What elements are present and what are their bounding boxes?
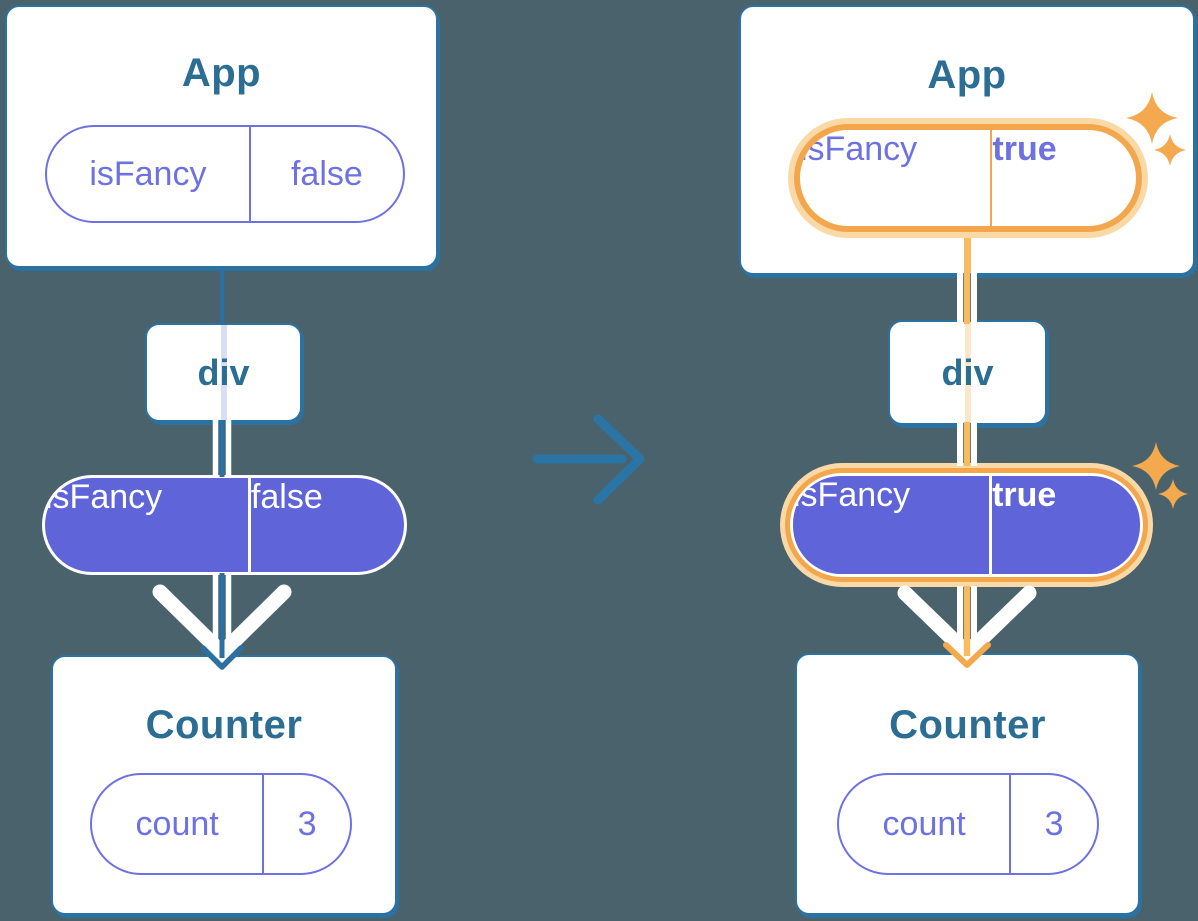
chevron-icon <box>897 585 1037 661</box>
prop-name: isFancy <box>45 478 251 572</box>
highlight-edge-line <box>963 235 971 273</box>
after-counter-card: Counter count 3 <box>795 653 1140 915</box>
before-app-card: App isFancy false <box>5 5 438 268</box>
ghost-edge-line <box>220 325 227 420</box>
highlight-flow-rails <box>957 422 977 466</box>
after-div-card: div <box>888 320 1047 425</box>
state-value: 3 <box>297 804 317 843</box>
after-counter-title: Counter <box>889 703 1046 747</box>
before-app-title: App <box>181 51 262 95</box>
after-passed-prop-pill: isFancy true <box>793 476 1140 574</box>
prop-flow-rails <box>212 420 232 477</box>
after-app-prop-pill: isFancy true <box>800 130 1136 226</box>
after-app-card: App isFancy true <box>739 5 1195 275</box>
prop-value: true <box>992 476 1057 514</box>
prop-name: isFancy <box>47 127 251 221</box>
before-app-prop-pill: isFancy false <box>45 125 405 223</box>
after-app-title: App <box>927 53 1007 97</box>
prop-name: isFancy <box>800 130 993 226</box>
prop-flow-arrow <box>152 573 292 670</box>
after-state-pill: count 3 <box>837 773 1099 875</box>
transition-arrow-icon <box>532 414 645 505</box>
chevron-icon <box>152 584 292 661</box>
before-counter-card: Counter count 3 <box>51 655 397 915</box>
prop-value: true <box>992 130 1057 168</box>
state-value: 3 <box>1044 804 1064 843</box>
before-counter-title: Counter <box>145 703 303 747</box>
prop-value: false <box>250 478 323 516</box>
prop-value: false <box>290 154 363 193</box>
before-passed-prop-pill: isFancy false <box>42 475 407 575</box>
before-div-card: div <box>145 323 302 422</box>
state-name: count <box>839 775 1012 873</box>
before-state-pill: count 3 <box>90 773 352 875</box>
prop-name: isFancy <box>793 476 993 574</box>
ghost-edge-line <box>964 322 971 423</box>
after-div-label: div <box>941 351 994 393</box>
before-div-label: div <box>197 351 250 393</box>
state-name: count <box>92 775 265 873</box>
highlight-flow-rails <box>957 272 977 324</box>
after-passed-prop-pill-highlight: isFancy true <box>780 463 1153 587</box>
after-app-prop-pill-highlight: isFancy true <box>788 118 1148 238</box>
